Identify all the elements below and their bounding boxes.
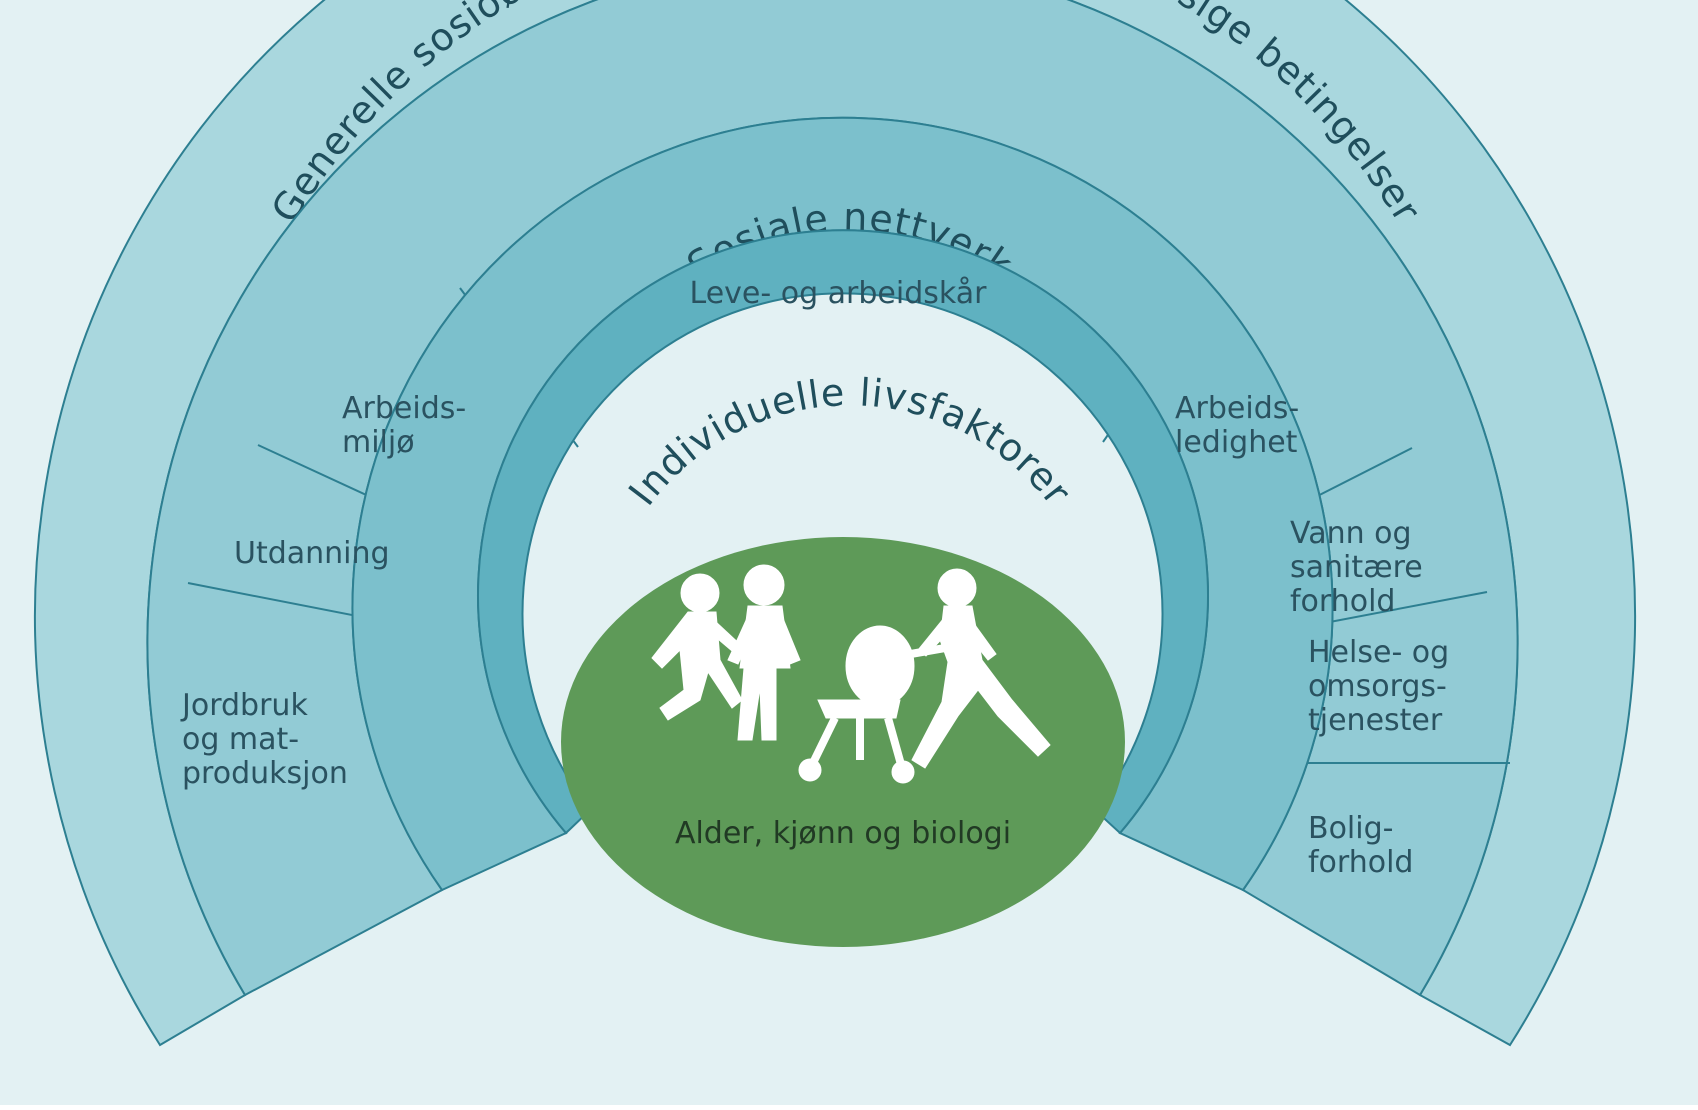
sector-label-line: forhold bbox=[1290, 584, 1395, 619]
sector-label-line: miljø bbox=[342, 425, 415, 460]
sector-label-line: Helse- og bbox=[1308, 635, 1449, 670]
sector-label-line: Utdanning bbox=[234, 536, 390, 571]
sector-label-unemployment: Arbeids-ledighet bbox=[1175, 391, 1299, 460]
living-working-conditions-label: Leve- og arbeidskår bbox=[690, 276, 988, 311]
sector-label-education: Utdanning bbox=[234, 536, 390, 571]
sector-label-line: omsorgs- bbox=[1308, 669, 1447, 704]
individual-lifestyle-ring bbox=[477, 229, 1209, 835]
sector-label-line: produksjon bbox=[182, 756, 348, 791]
sector-label-line: Bolig- bbox=[1308, 811, 1393, 846]
sector-label-housing: Bolig-forhold bbox=[1308, 811, 1413, 880]
sector-label-work-environment: Arbeids-miljø bbox=[342, 391, 466, 460]
sector-label-line: sanitære bbox=[1290, 550, 1423, 585]
sector-label-line: Arbeids- bbox=[1175, 391, 1299, 426]
core-label: Alder, kjønn og biologi bbox=[675, 816, 1011, 851]
sector-label-line: og mat- bbox=[182, 722, 299, 757]
sector-label-line: Jordbruk bbox=[180, 688, 308, 723]
sector-label-line: tjenester bbox=[1308, 703, 1443, 738]
people-running-with-stroller-icon bbox=[651, 564, 1051, 784]
sector-label-line: ledighet bbox=[1175, 425, 1298, 460]
sector-label-line: Vann og bbox=[1290, 516, 1412, 551]
sector-label-line: Arbeids- bbox=[342, 391, 466, 426]
sector-label-line: forhold bbox=[1308, 845, 1413, 880]
